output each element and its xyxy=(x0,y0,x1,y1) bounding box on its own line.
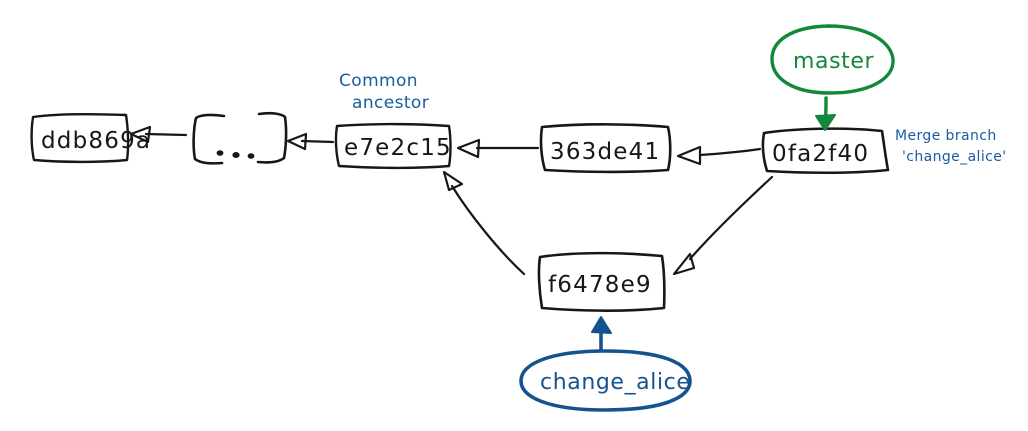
edge-e7e2c15-to-ellipsis xyxy=(286,132,335,151)
arrowhead-icon xyxy=(129,125,152,144)
commit-hash-label: 0fa2f40 xyxy=(772,141,869,167)
commit-node-0fa2f40[interactable]: 0fa2f40 xyxy=(761,127,890,175)
arrowhead-icon xyxy=(676,145,702,166)
edge-line xyxy=(450,184,526,276)
branch-name-label: master xyxy=(793,49,875,74)
arrowhead-icon xyxy=(815,114,836,131)
annotation-line-2: 'change_alice' xyxy=(902,149,1007,165)
commit-box-outline xyxy=(537,251,666,312)
annotation-common-ancestor: Common ancestor xyxy=(339,71,429,113)
edge-line xyxy=(698,147,762,157)
ellipsis-dot-1 xyxy=(216,150,224,156)
commit-box-outline xyxy=(30,112,130,164)
edge-0fa2f40-to-f6478e9 xyxy=(672,175,774,276)
branch-ref-master[interactable]: master xyxy=(770,24,895,131)
arrowhead-icon xyxy=(442,170,464,192)
commit-hash-label: 363de41 xyxy=(550,139,660,165)
commit-node-ddb869a[interactable]: ddb869a xyxy=(30,112,152,164)
commit-hash-label: ddb869a xyxy=(41,128,151,154)
edge-f6478e9-to-e7e2c15 xyxy=(442,170,526,276)
edge-363de41-to-e7e2c15 xyxy=(456,138,540,159)
edge-0fa2f40-to-363de41 xyxy=(676,145,762,166)
right-bracket-icon xyxy=(256,111,288,164)
edge-line xyxy=(688,175,774,261)
annotation-line-2: ancestor xyxy=(352,93,429,113)
branch-ellipse-outline xyxy=(770,24,895,95)
ellipsis-dot-3 xyxy=(247,153,255,159)
commit-node-f6478e9[interactable]: f6478e9 xyxy=(537,251,666,312)
arrowhead-icon xyxy=(286,132,308,151)
commit-box-outline xyxy=(761,127,890,175)
arrowhead-icon xyxy=(591,316,612,334)
ellipsis-dot-2 xyxy=(232,152,240,158)
branch-ellipse-outline xyxy=(519,349,692,412)
commit-box-outline xyxy=(539,123,672,174)
annotation-line-1: Common xyxy=(339,71,418,91)
commit-hash-label: f6478e9 xyxy=(548,272,652,298)
arrowhead-icon xyxy=(672,252,696,276)
commit-hash-label: e7e2c15 xyxy=(344,135,452,161)
commit-node-ellipsis xyxy=(192,111,288,165)
edge-ellipsis-to-ddb869a xyxy=(129,125,188,144)
edge-line xyxy=(144,132,188,137)
commit-node-363de41[interactable]: 363de41 xyxy=(539,123,672,174)
commit-node-e7e2c15[interactable]: e7e2c15 xyxy=(334,122,452,170)
commit-box-outline xyxy=(334,122,452,170)
branch-ref-change-alice[interactable]: change_alice xyxy=(519,316,692,412)
edge-line xyxy=(300,139,335,144)
annotation-merge-message: Merge branch 'change_alice' xyxy=(895,128,1007,165)
arrowhead-icon xyxy=(456,138,481,159)
annotation-line-1: Merge branch xyxy=(895,128,997,144)
branch-name-label: change_alice xyxy=(540,370,691,395)
left-bracket-icon xyxy=(192,113,226,165)
